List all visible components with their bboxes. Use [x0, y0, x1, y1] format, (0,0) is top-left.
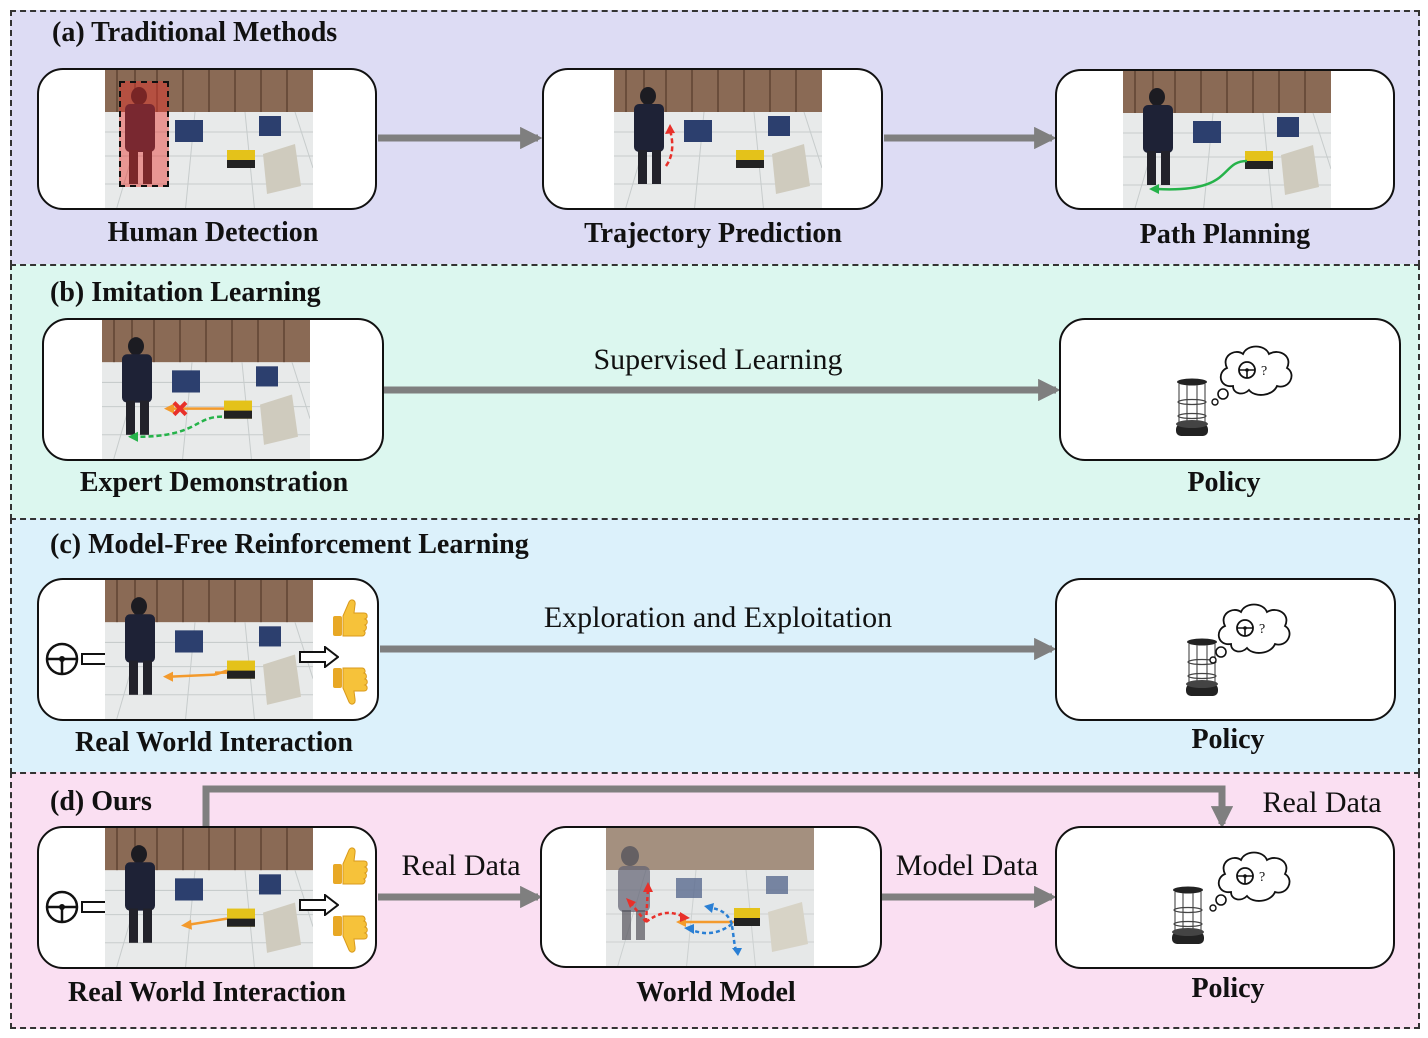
- scene-photo: [105, 828, 313, 967]
- panel-title-b: (b) Imitation Learning: [50, 277, 321, 308]
- node-label-real-world-interaction-c: Real World Interaction: [75, 727, 353, 758]
- node-label-world-model: World Model: [636, 977, 796, 1008]
- node-expert-demonstration: [42, 318, 384, 461]
- node-label-human-detection: Human Detection: [107, 217, 319, 248]
- node-policy-b: ?: [1059, 318, 1401, 461]
- scene-photo: [102, 320, 310, 459]
- robot-icon: [1176, 378, 1208, 436]
- panel-title-c: (c) Model-Free Reinforcement Learning: [50, 529, 529, 560]
- edge-label-supervised-learning: Supervised Learning: [593, 343, 843, 376]
- node-human-detection: [37, 68, 377, 210]
- node-label-policy-b: Policy: [1187, 467, 1261, 498]
- scene-photo: [614, 70, 822, 208]
- scene-photo: [1123, 71, 1331, 208]
- edge-label-real-data: Real Data: [401, 849, 521, 882]
- node-real-world-interaction-d: [37, 826, 377, 969]
- thought-bubble-icon: ?: [1209, 851, 1291, 912]
- hollow-arrow-icon: [299, 646, 339, 668]
- edge-label-exploration: Exploration and Exploitation: [543, 601, 893, 634]
- node-world-model: [540, 826, 882, 968]
- panel-title-d: (d) Ours: [50, 786, 152, 817]
- robot-icon: [1186, 638, 1218, 696]
- thought-bubble-icon: ?: [1209, 603, 1291, 664]
- scene-photo: [606, 828, 814, 966]
- node-trajectory-prediction: [542, 68, 883, 210]
- thought-question-mark: ?: [1259, 622, 1265, 637]
- thought-bubble-icon: ?: [1211, 345, 1293, 406]
- panel-title-a: (a) Traditional Methods: [52, 17, 338, 48]
- node-label-real-world-interaction-d: Real World Interaction: [68, 977, 346, 1008]
- node-policy-c: ?: [1055, 578, 1396, 721]
- thought-question-mark: ?: [1261, 364, 1267, 379]
- scene-photo: [105, 70, 313, 208]
- scene-photo: [105, 580, 313, 719]
- node-label-policy-d: Policy: [1191, 973, 1265, 1004]
- robot-icon: [1172, 886, 1204, 944]
- edge-label-model-data: Model Data: [895, 849, 1039, 882]
- node-label-expert-demonstration: Expert Demonstration: [79, 467, 349, 498]
- thumbs-down-icon: [333, 915, 368, 953]
- thought-question-mark: ?: [1259, 870, 1265, 885]
- arrow-d1-d3-top: [202, 785, 1234, 829]
- node-policy-d: ?: [1055, 826, 1395, 969]
- node-real-world-interaction-c: [37, 578, 379, 721]
- node-label-trajectory-prediction: Trajectory Prediction: [584, 218, 842, 249]
- hollow-arrow-icon: [299, 894, 339, 916]
- node-label-path-planning: Path Planning: [1139, 219, 1311, 250]
- steering-wheel-icon: [45, 642, 79, 676]
- edge-label-real-data-top: Real Data: [1262, 786, 1382, 819]
- thumbs-up-icon: [333, 847, 368, 885]
- thumbs-up-icon: [333, 599, 368, 637]
- bounding-box-icon: [119, 81, 169, 187]
- node-path-planning: [1055, 69, 1395, 210]
- steering-wheel-icon: [45, 890, 79, 924]
- node-label-policy-c: Policy: [1191, 724, 1265, 755]
- thumbs-down-icon: [333, 667, 368, 705]
